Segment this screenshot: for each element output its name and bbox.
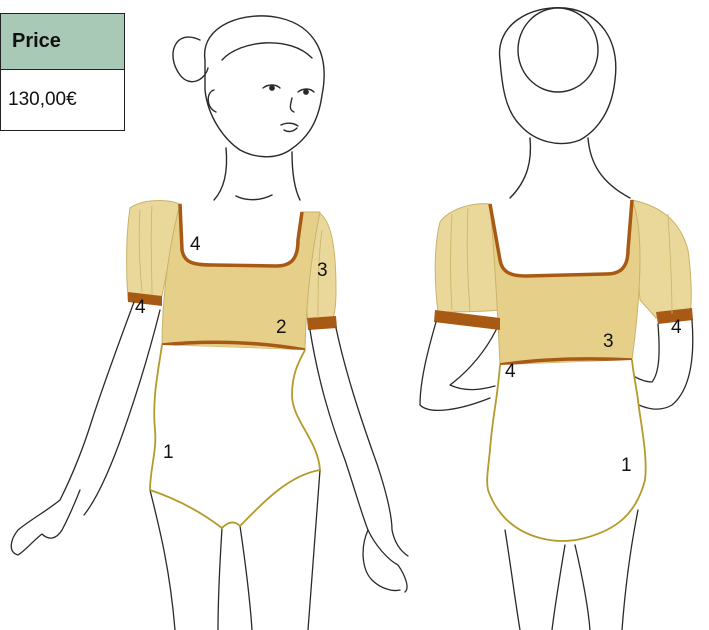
back-garment — [434, 200, 693, 365]
front-left-arm — [11, 302, 134, 555]
front-right-arm-inner — [336, 328, 408, 556]
front-left-leg-inner — [218, 528, 222, 630]
front-right-leg-inner — [240, 526, 252, 630]
front-eye-right-pupil — [304, 90, 308, 94]
front-collarbone — [236, 195, 272, 200]
back-left-arm — [420, 322, 490, 410]
front-label-neckline: 4 — [190, 234, 201, 255]
back-leg-gap-right — [575, 545, 590, 630]
front-garment — [127, 201, 337, 350]
front-nose — [290, 98, 294, 112]
back-label-sleeve-cuff: 4 — [671, 317, 682, 338]
front-left-arm-inner — [84, 310, 160, 515]
back-right-leg — [622, 510, 638, 630]
front-left-leg-outer — [150, 490, 175, 630]
back-bodice — [490, 200, 640, 365]
back-head — [500, 8, 616, 144]
front-right-leg-outer — [308, 470, 320, 630]
front-neck-left — [214, 148, 227, 200]
back-label-bodice: 3 — [603, 331, 614, 352]
front-label-sleeve-cuff: 4 — [135, 297, 146, 318]
front-leotard — [150, 345, 320, 528]
price-header: Price — [1, 14, 124, 70]
front-right-cuff — [307, 316, 337, 330]
back-figure — [500, 8, 630, 198]
back-right-sleeve — [632, 200, 691, 318]
back-leotard — [487, 360, 645, 541]
back-left-cuff — [434, 310, 500, 330]
back-leg-gap-left — [552, 545, 565, 630]
back-label-waist: 4 — [505, 361, 516, 382]
price-value: 130,00€ — [1, 70, 124, 130]
back-neck-left — [510, 138, 530, 198]
back-neck-trim — [490, 200, 632, 276]
back-label-leotard: 1 — [621, 455, 632, 476]
back-left-leg — [505, 530, 520, 630]
front-figure — [173, 16, 324, 200]
front-label-leotard: 1 — [163, 442, 174, 463]
back-left-arm-inner — [450, 330, 496, 390]
back-right-arm — [630, 320, 693, 409]
front-neck-right — [292, 152, 300, 200]
front-hairline — [222, 43, 312, 60]
front-label-bodice: 2 — [276, 317, 287, 338]
front-bodice — [162, 204, 320, 350]
front-mouth — [281, 123, 298, 131]
front-label-sleeve-top: 3 — [317, 260, 328, 281]
back-neck-right — [588, 138, 630, 198]
front-right-arm — [310, 330, 407, 592]
price-table: Price 130,00€ — [0, 13, 125, 131]
front-hair-bun — [173, 37, 208, 82]
front-eye-left-pupil — [270, 86, 274, 90]
back-hair-bun — [518, 8, 598, 92]
